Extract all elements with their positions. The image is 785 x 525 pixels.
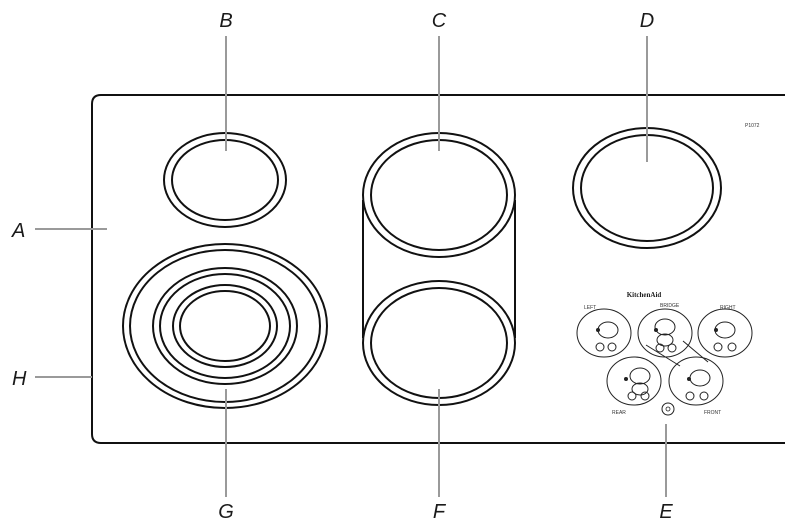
control-knob-right [697, 308, 753, 358]
power-button [661, 402, 675, 416]
control-label-rear: REAR [612, 410, 626, 416]
callout-d: D [640, 10, 654, 32]
element-bridge [362, 132, 516, 406]
callout-c: C [432, 10, 447, 32]
cooktop-surface-outline [91, 94, 785, 444]
callout-e: E [659, 501, 673, 523]
control-knob-bridge [637, 308, 693, 358]
control-label-front: FRONT [704, 410, 721, 416]
model-mark: P1072 [745, 123, 760, 129]
control-label-bridge: BRIDGE [660, 303, 680, 309]
element-c-rear [362, 132, 516, 258]
control-knob-front-left [606, 356, 662, 406]
callout-f: F [433, 501, 447, 523]
callout-a: A [11, 220, 25, 242]
callout-h: H [12, 368, 27, 390]
callout-b: B [219, 10, 232, 32]
control-label-right: RIGHT [720, 305, 736, 311]
control-knob-left [576, 308, 632, 358]
element-f-front [362, 280, 516, 406]
control-label-left: LEFT [584, 305, 596, 311]
control-panel: KitchenAid [576, 291, 753, 416]
control-knob-front-right [668, 356, 724, 406]
element-g-triple [122, 243, 328, 409]
callout-g: G [218, 501, 234, 523]
brand-logo: KitchenAid [627, 291, 662, 299]
